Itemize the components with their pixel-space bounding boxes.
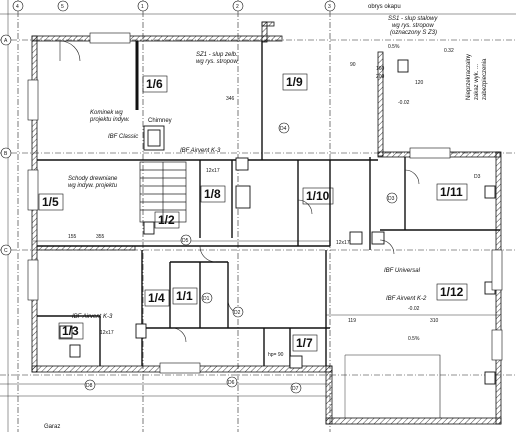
doors [59, 40, 420, 343]
room-1-8: 1/8 [204, 187, 221, 201]
marker-d6: D6 [228, 380, 235, 386]
grid-label-1: 1 [141, 4, 144, 10]
dim-05-b: 0.5% [408, 336, 420, 342]
room-1-10: 1/10 [306, 189, 330, 203]
room-1-2: 1/2 [158, 213, 175, 227]
grid-label-2: 2 [236, 4, 239, 10]
note-schody-line1: Schody drewniane [68, 176, 118, 182]
note-ibf-k2: IBF Airvent K-2 [386, 296, 427, 302]
marker-d7: D7 [292, 386, 299, 392]
windows [27, 32, 503, 374]
annotations: SZ1 - slup zelb. wg rys. stropow SS1 - s… [44, 4, 488, 430]
room-1-4: 1/4 [148, 291, 165, 305]
room-1-6: 1/6 [146, 77, 163, 91]
grid-label-3: 3 [328, 4, 331, 10]
grid-label-b: B [4, 151, 8, 157]
dim-355: 355 [96, 234, 105, 240]
dimension-texts: 90 155 355 346 12x17 0.5% 0.32 -0.02 hp=… [68, 44, 454, 358]
exterior-walls [31, 21, 502, 425]
grid-label-a: A [4, 38, 8, 44]
dim-90: 90 [350, 62, 356, 68]
dim-032: 0.32 [444, 48, 454, 54]
grid-label-c: C [4, 248, 8, 254]
room-labels: 1/6 1/9 1/5 1/2 1/8 1/10 1/11 1/12 1/4 1… [42, 75, 464, 350]
room-1-3: 1/3 [62, 324, 79, 338]
note-okap: obrys okapu [368, 4, 401, 10]
marker-d4: D4 [280, 126, 287, 132]
interior-walls [37, 41, 500, 366]
dim-12x17-c: 12x17 [100, 330, 114, 336]
note-chimney: Chimney [148, 118, 172, 124]
dim-12x17-b: 12x17 [336, 240, 350, 246]
dim-05-a: 0.5% [388, 44, 400, 50]
room-1-1: 1/1 [176, 289, 193, 303]
grid-axis-labels: 1 2 3 4 5 A B C [0, 0, 336, 256]
dim-200: 200 [376, 74, 385, 80]
room-1-5: 1/5 [42, 195, 59, 209]
dim-120: 120 [415, 80, 424, 86]
note-ibf-universal: IBF Universal [384, 268, 421, 274]
garage-area [344, 354, 441, 418]
marker-d3: D3 [388, 196, 395, 202]
room-1-9: 1/9 [286, 75, 303, 89]
note-ss1-line3: (oznaczony S Z3) [390, 30, 437, 36]
dim-002-b: -0.02 [408, 306, 420, 312]
dim-160: 160 [376, 66, 385, 72]
dim-310: 310 [430, 318, 439, 324]
note-kominek-line1: Kominek wg [90, 110, 123, 116]
dim-155: 155 [68, 234, 77, 240]
dim-hp90: hp= 90 [268, 352, 284, 358]
room-1-12: 1/12 [440, 285, 464, 299]
note-schody-line2: wg indyw. projektu [68, 183, 118, 189]
note-ibf-k3-top: IBF Airvent K-3 [180, 148, 221, 154]
note-ibf-classic: IBF Classic [108, 134, 138, 140]
marker-d8: D8 [86, 383, 93, 389]
room-label-frames [38, 73, 468, 352]
room-1-11: 1/11 [440, 185, 463, 199]
grid-label-5: 5 [61, 4, 64, 10]
note-kominek-line2: projektu indyw. [89, 117, 130, 123]
dim-12x17-a: 12x17 [206, 168, 220, 174]
note-ibf-k3-bottom: IBF Airvent K-3 [72, 314, 113, 320]
d-markers: D1 D2 D3 D4 D5 D6 D7 D8 [84, 122, 398, 394]
note-right-margin-2: zakaz wyk. ... [474, 64, 480, 100]
note-sz1-line2: wg rys. stropow [196, 59, 238, 65]
dim-346: 346 [226, 96, 235, 102]
grid-label-4: 4 [16, 4, 19, 10]
legend-d3: D3 [474, 174, 481, 180]
note-ss1-line2: wg rys. stropow [392, 23, 434, 29]
dim-119: 119 [348, 318, 356, 324]
note-sz1-line1: SZ1 - slup zelb. [196, 52, 238, 58]
note-bottom: Garaz [44, 424, 60, 430]
note-right-margin-1: Nieprzekraczalny [466, 54, 472, 100]
marker-d2: D2 [234, 310, 241, 316]
columns [59, 59, 496, 385]
marker-d5: D5 [182, 238, 189, 244]
stairs [139, 161, 187, 223]
dim-002-a: -0.02 [398, 100, 410, 106]
note-ss1-line1: SS1 - slup stalowy [388, 16, 438, 22]
note-right-margin-3: zabezpieczenia [482, 58, 488, 100]
room-1-7: 1/7 [296, 336, 313, 350]
marker-d1: D1 [203, 296, 210, 302]
